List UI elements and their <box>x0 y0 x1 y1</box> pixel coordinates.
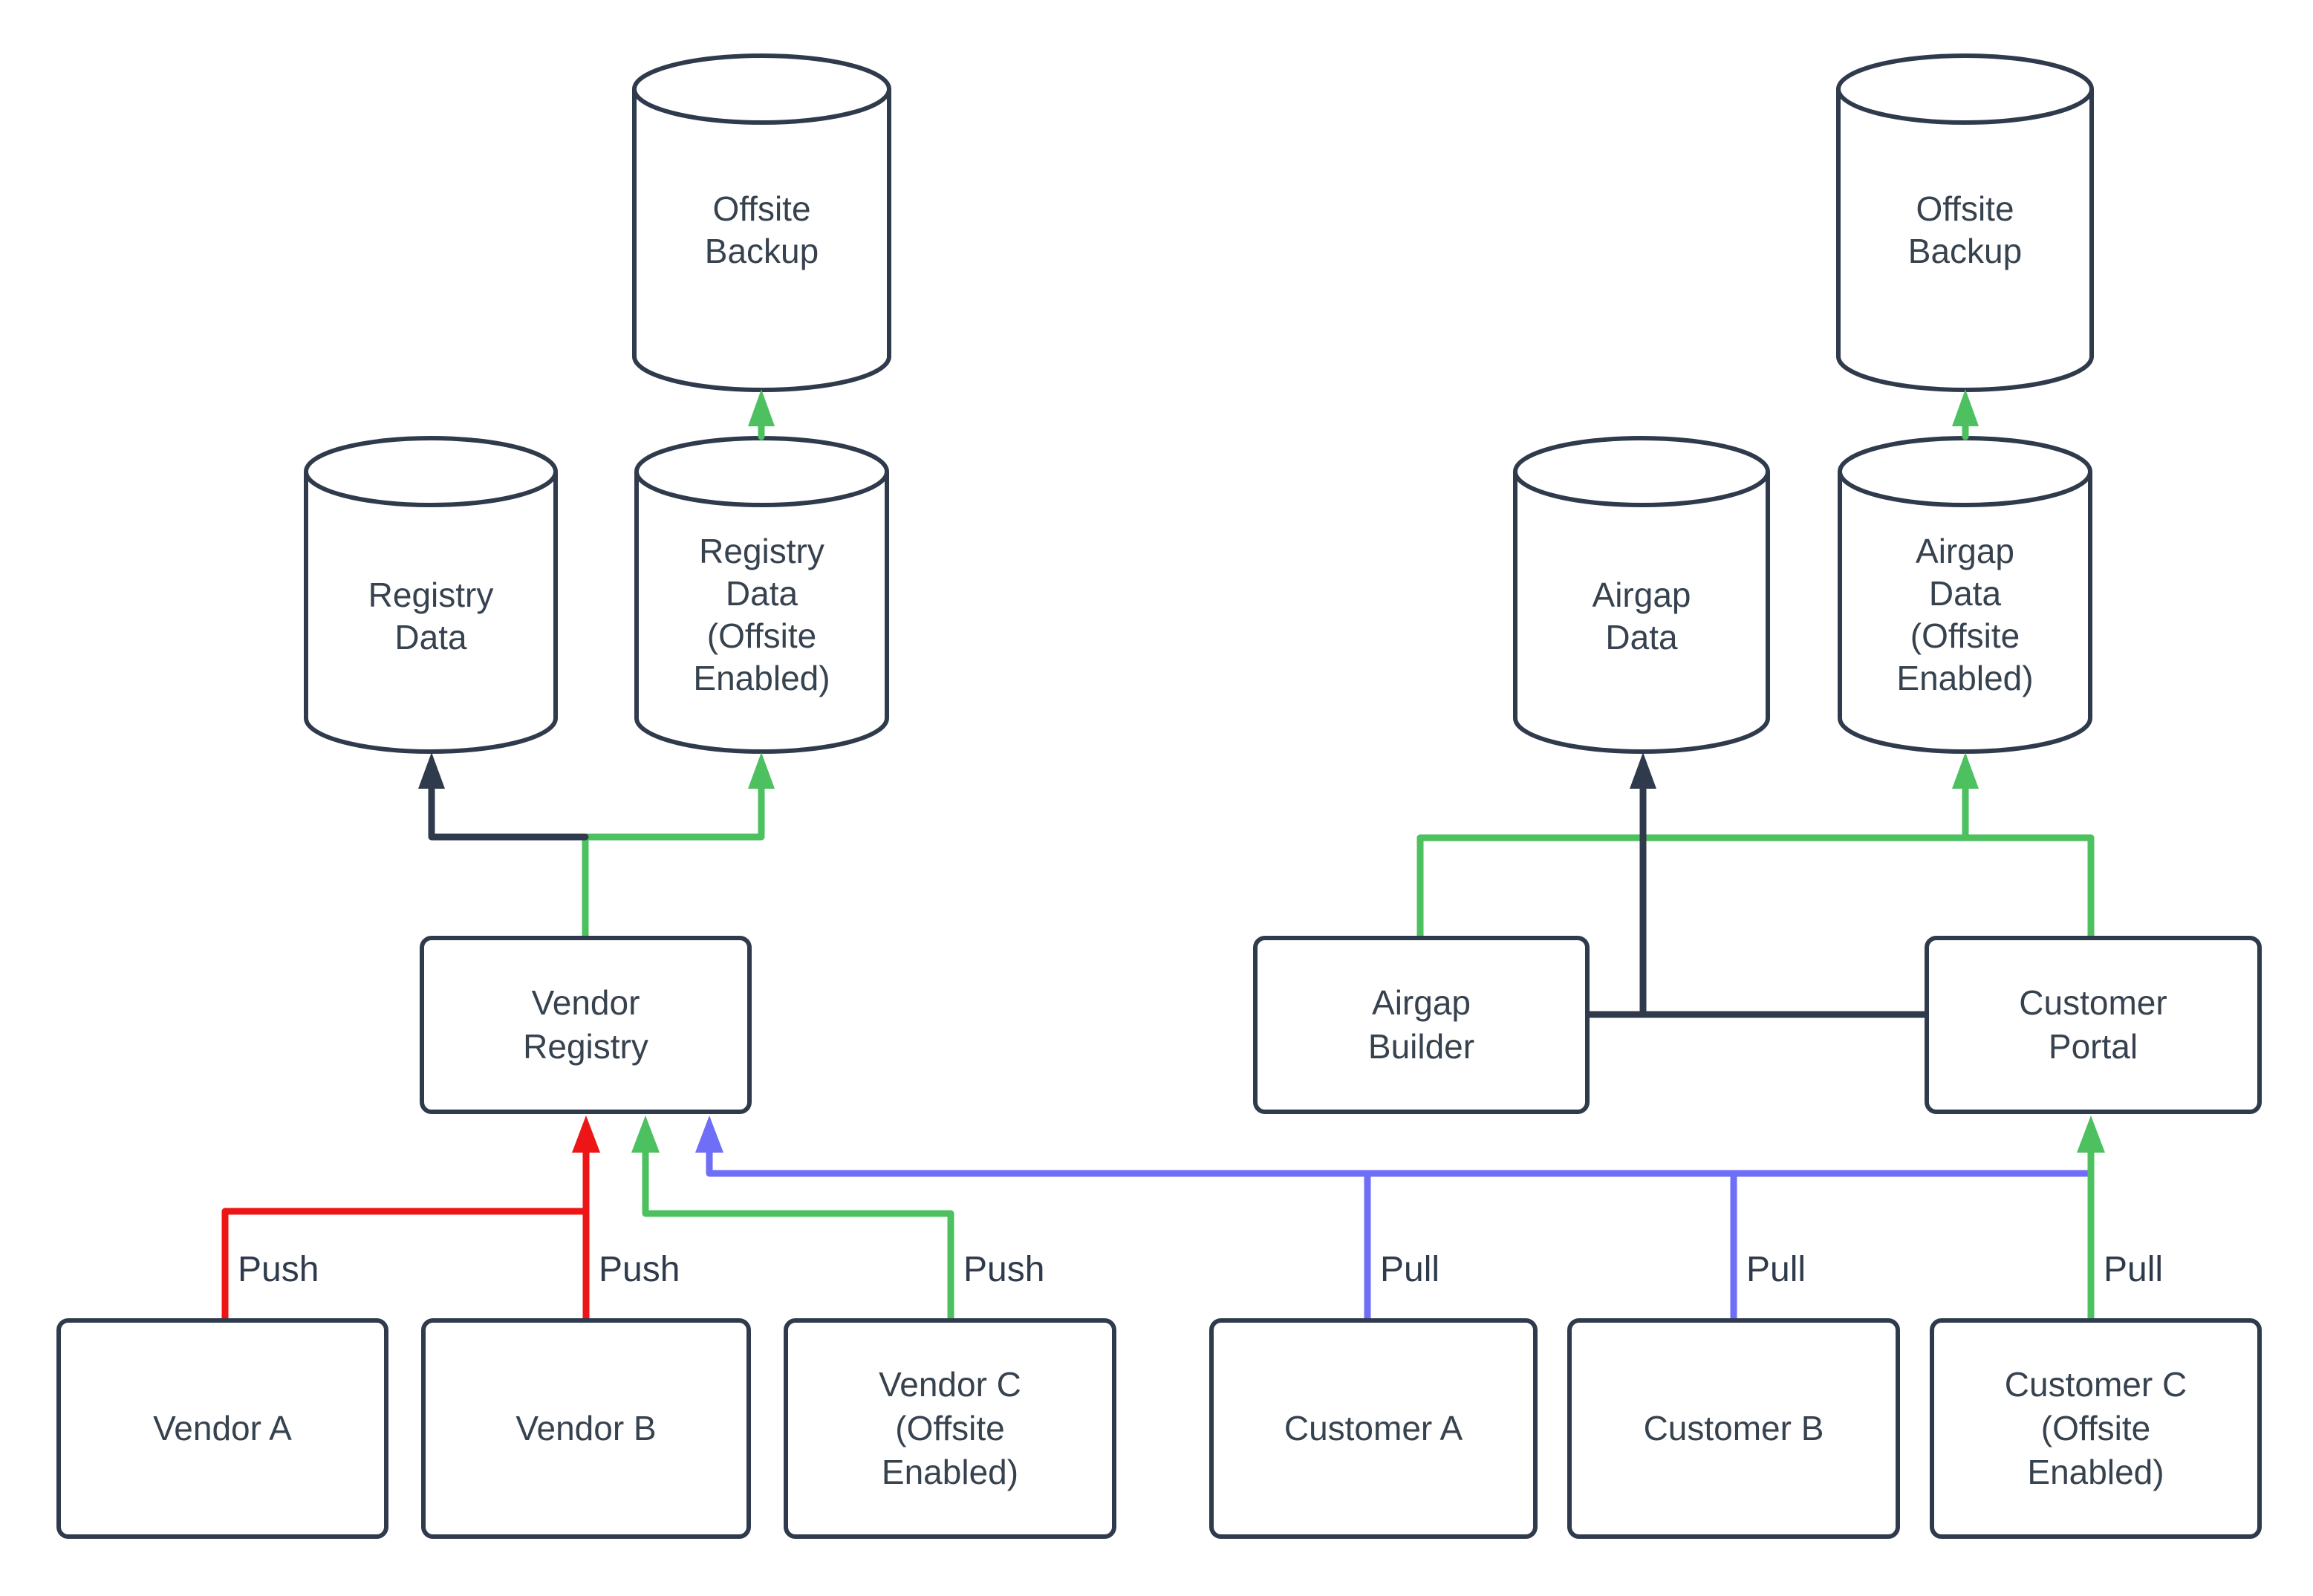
label-line: Data <box>725 573 798 613</box>
label-line: Airgap <box>1372 983 1471 1023</box>
airgap-data-offsite-cylinder <box>1838 436 2092 754</box>
label-line: Backup <box>704 232 819 270</box>
registry-data-cylinder <box>304 436 558 754</box>
label-line: Customer B <box>1643 1409 1824 1448</box>
label-line: (Offsite <box>2040 1409 2151 1448</box>
offsite-backup-right-cylinder <box>1836 53 2094 392</box>
customer-c-node: Customer C (Offsite Enabled) <box>1930 1318 2262 1539</box>
arrowhead-pull-blue <box>695 1115 723 1153</box>
label-line: Data <box>1605 618 1678 657</box>
label-line: Offsite <box>1916 189 2014 228</box>
label-line: Customer A <box>1284 1409 1463 1448</box>
edge-vendor-registry-to-registry-data-offsite <box>582 784 765 941</box>
edge-builder-portal-to-airgap-offsite-trunk <box>1416 834 2095 941</box>
label-line: Customer <box>2019 983 2167 1023</box>
label-line: Vendor C <box>879 1365 1021 1404</box>
label-line: Vendor B <box>515 1409 657 1448</box>
arrowhead-airgap-data <box>1630 752 1656 789</box>
arrowhead-registry-data-offsite <box>748 752 775 789</box>
registry-data-offsite-label: Registry Data (Offsite Enabled) <box>637 496 887 734</box>
arrowhead-customer-portal <box>2077 1115 2105 1153</box>
label-line: Registry <box>523 1027 648 1066</box>
vendor-registry-node: Vendor Registry <box>420 936 752 1114</box>
edge-pull-trunk-to-vendor-registry <box>706 1147 2095 1177</box>
label-line: (Offsite <box>706 616 817 655</box>
label-line: Registry <box>699 531 824 570</box>
airgap-data-label: Airgap Data <box>1515 505 1768 728</box>
registry-data-label: Registry Data <box>306 505 556 728</box>
label-line: Vendor <box>531 983 640 1023</box>
arrowhead-airgap-data-offsite <box>1952 752 1979 789</box>
push-label-vendor-a: Push <box>238 1250 319 1289</box>
label-line: Enabled) <box>693 659 830 698</box>
edge-vendor-c-push <box>642 1147 954 1323</box>
edge-vendor-registry-to-registry-data <box>428 784 589 841</box>
arrowhead-offsite-backup-left <box>748 389 775 426</box>
arrowhead-push-red <box>572 1115 600 1153</box>
customer-portal-node: Customer Portal <box>1925 936 2262 1114</box>
push-label-vendor-b: Push <box>599 1250 680 1289</box>
registry-data-offsite-cylinder <box>634 436 889 754</box>
label-line: Airgap <box>1592 575 1691 614</box>
edge-vendor-a-push <box>221 1208 590 1323</box>
label-line: (Offsite <box>895 1409 1005 1448</box>
label-line: Data <box>394 618 467 657</box>
label-line: Airgap <box>1916 531 2014 570</box>
label-line: Backup <box>1907 232 2023 270</box>
label-line: Enabled) <box>2027 1452 2164 1491</box>
label-line: Vendor A <box>153 1409 292 1448</box>
offsite-backup-right-label: Offsite Backup <box>1838 104 2092 356</box>
label-line: Builder <box>1367 1027 1475 1066</box>
vendor-c-node: Vendor C (Offsite Enabled) <box>784 1318 1116 1539</box>
airgap-data-offsite-label: Airgap Data (Offsite Enabled) <box>1840 496 2090 734</box>
push-label-vendor-c: Push <box>963 1250 1045 1289</box>
label-line: Customer C <box>2004 1365 2187 1404</box>
arrowhead-registry-data <box>418 752 445 789</box>
pull-label-customer-b: Pull <box>1746 1250 1806 1289</box>
label-line: Enabled) <box>881 1452 1019 1491</box>
pull-label-customer-a: Pull <box>1380 1250 1440 1289</box>
offsite-backup-left-label: Offsite Backup <box>634 104 889 356</box>
label-line: Portal <box>2048 1027 2138 1066</box>
vendor-b-node: Vendor B <box>421 1318 751 1539</box>
pull-label-customer-c: Pull <box>2104 1250 2164 1289</box>
label-line: Offsite <box>712 189 811 228</box>
customer-b-node: Customer B <box>1567 1318 1900 1539</box>
customer-a-node: Customer A <box>1209 1318 1538 1539</box>
offsite-backup-left-cylinder <box>632 53 891 392</box>
arrowhead-push-green <box>631 1115 660 1153</box>
airgap-data-cylinder <box>1513 436 1770 754</box>
label-line: (Offsite <box>1910 616 2020 655</box>
label-line: Registry <box>368 575 494 614</box>
airgap-builder-node: Airgap Builder <box>1253 936 1590 1114</box>
arrowhead-offsite-backup-right <box>1952 389 1979 426</box>
label-line: Enabled) <box>1896 659 2034 698</box>
label-line: Data <box>1928 573 2002 613</box>
vendor-a-node: Vendor A <box>56 1318 388 1539</box>
